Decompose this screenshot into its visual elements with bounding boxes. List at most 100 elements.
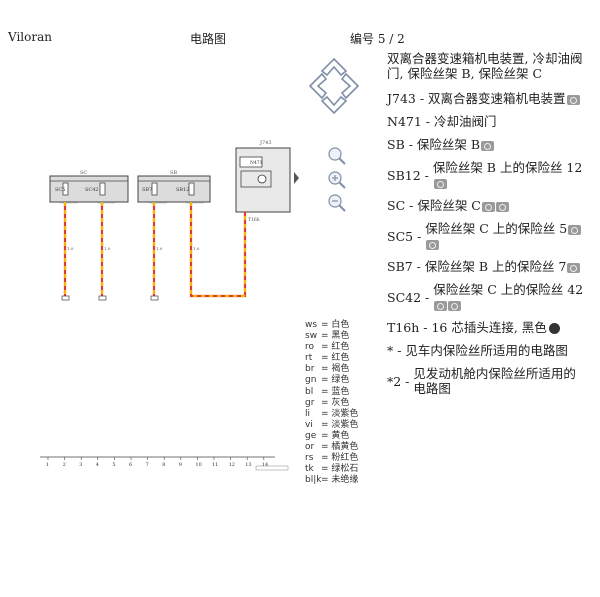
fuse-sc42 <box>99 182 106 196</box>
legend-color: 蓝色 <box>331 386 350 397</box>
legend-color: 红色 <box>331 353 350 364</box>
camera-icon[interactable] <box>567 262 581 273</box>
legend-color: 粉红色 <box>331 453 359 464</box>
svg-text:1.0: 1.0 <box>104 246 111 251</box>
nav-left-icon[interactable] <box>308 72 328 100</box>
ruler-tick-label: 14 <box>262 462 268 468</box>
camera-icon[interactable] <box>481 140 495 151</box>
zoom-out-icon[interactable] <box>326 193 348 213</box>
component-sep: - <box>393 343 406 358</box>
component-item: SC42 - 保险丝架 C 上的保险丝 42 <box>387 282 587 312</box>
legend-row: or= 橘黄色 <box>305 442 358 453</box>
nav-up-icon[interactable] <box>320 57 348 77</box>
fuse-box-sb <box>137 175 211 203</box>
camera-icon[interactable] <box>434 300 448 311</box>
zoom-fit-icon[interactable] <box>326 146 348 166</box>
ruler-tick-label: 11 <box>212 462 218 468</box>
legend-row: tk= 绿松石 <box>305 464 358 475</box>
ruler-tick-label: 3 <box>79 462 82 468</box>
continuation-arrow <box>294 172 299 184</box>
legend-sep: = <box>321 408 329 419</box>
component-item: J743 - 双离合器变速箱机电装置 <box>387 91 587 106</box>
camera-icon[interactable] <box>481 201 495 212</box>
legend-sep: = <box>321 430 329 441</box>
legend-row: vi= 淡紫色 <box>305 420 358 431</box>
legend-sep: = <box>321 464 329 475</box>
connector-label: T16h <box>248 217 260 223</box>
legend-code: rs <box>305 453 314 464</box>
fuse-label-sc42: SC42 <box>85 187 99 193</box>
motor-symbol <box>257 174 267 184</box>
legend-code: bl <box>305 386 314 397</box>
connector-icon[interactable] <box>548 323 560 334</box>
legend-sep: = <box>321 342 329 353</box>
legend-code: li <box>305 408 311 419</box>
camera-icon[interactable] <box>495 201 509 212</box>
legend-sep: = <box>321 331 329 342</box>
camera-icon[interactable] <box>426 239 440 250</box>
component-sep: - <box>415 91 429 106</box>
legend-color: 黄色 <box>331 430 350 441</box>
component-item: SC5 - 保险丝架 C 上的保险丝 5 <box>387 221 587 251</box>
component-code: SB12 <box>387 167 421 183</box>
component-code: *2 <box>387 373 402 389</box>
legend-color: 绿色 <box>331 375 350 386</box>
legend-row: li = 淡紫色 <box>305 409 358 420</box>
legend-code: br <box>305 364 315 375</box>
component-desc: 保险丝架 C 上的保险丝 42 <box>433 282 584 297</box>
camera-icon[interactable] <box>448 300 462 311</box>
legend-color: 淡紫色 <box>331 419 359 430</box>
zoom-in-icon[interactable] <box>326 170 348 190</box>
component-code: SC5 <box>387 228 414 244</box>
valve-label: N471 <box>250 160 263 166</box>
ruler-tick-label: 7 <box>146 462 149 468</box>
component-item: * - 见车内保险丝所适用的电路图 <box>387 343 587 358</box>
legend-row: gn= 绿色 <box>305 375 358 386</box>
component-desc: 保险丝架 C 上的保险丝 5 <box>425 221 568 236</box>
legend-color: 白色 <box>331 320 350 330</box>
legend-sep: = <box>321 442 329 453</box>
component-desc: 见发动机舱内保险丝所适用的电路图 <box>413 366 576 396</box>
component-intro: 双离合器变速箱机电装置, 冷却油阀门, 保险丝架 B, 保险丝架 C <box>387 51 583 81</box>
terminal-1 <box>61 295 70 301</box>
legend-code: or <box>305 442 315 453</box>
legend-code: bl|k <box>305 475 322 486</box>
nav-down-icon[interactable] <box>320 95 348 115</box>
legend-sep: = <box>321 353 329 364</box>
camera-icon[interactable] <box>566 94 580 105</box>
component-code: SB7 <box>387 259 413 274</box>
legend-code: vi <box>305 419 313 430</box>
camera-icon[interactable] <box>568 224 582 235</box>
camera-icon[interactable] <box>433 178 447 189</box>
component-sep: - <box>420 167 433 183</box>
terminal-2 <box>98 295 107 301</box>
page-number: 编号 5 / 2 <box>350 32 405 46</box>
legend-color: 淡紫色 <box>331 408 359 419</box>
component-sep: - <box>419 320 432 335</box>
fuse-label-sb12: SB12 <box>176 187 189 193</box>
terminal-3 <box>150 295 159 301</box>
fuse-sb12 <box>188 182 195 196</box>
ruler-stamp <box>255 465 289 471</box>
nav-right-icon[interactable] <box>340 72 360 100</box>
component-code: SC <box>387 198 406 213</box>
legend-row: sw= 黑色 <box>305 331 358 342</box>
component-item: SB12 - 保险丝架 B 上的保险丝 12 <box>387 160 587 190</box>
legend-code: ge <box>305 430 317 441</box>
component-desc: 保险丝架 B <box>416 137 481 152</box>
component-item: SC - 保险丝架 C <box>387 198 587 213</box>
fuse-label-sb7: SB7 <box>142 187 152 193</box>
component-list: 双离合器变速箱机电装置, 冷却油阀门, 保险丝架 B, 保险丝架 C J743 … <box>387 51 587 404</box>
component-item: SB7 - 保险丝架 B 上的保险丝 7 <box>387 259 587 274</box>
legend-row: bl|k= 未绝缘 <box>305 475 358 486</box>
legend-sep: = <box>321 320 329 330</box>
diagram-title: 电路图 <box>190 32 227 46</box>
legend-color: 黑色 <box>331 331 350 342</box>
legend-row: gr= 灰色 <box>305 398 358 409</box>
ruler-tick-label: 1 <box>46 462 49 468</box>
component-sep: - <box>421 114 434 129</box>
legend-color: 绿松石 <box>331 464 359 475</box>
